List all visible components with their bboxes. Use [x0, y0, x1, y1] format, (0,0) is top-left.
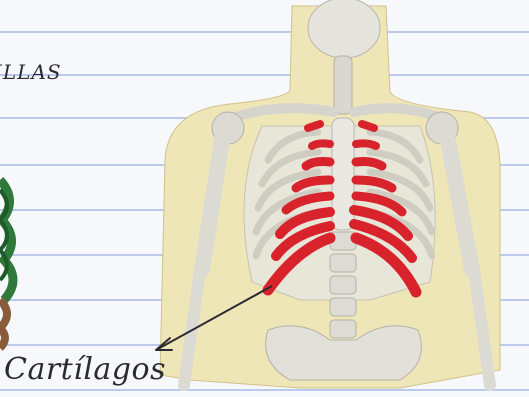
cervical-spine — [334, 56, 352, 114]
thorax-skeleton-figure — [160, 0, 500, 388]
partial-heading: ILLAS — [0, 60, 62, 84]
cartilage-right-1 — [362, 124, 374, 128]
cartilage-right-3 — [356, 162, 382, 167]
cartilage-left-3 — [306, 162, 330, 167]
cartilage-left-1 — [308, 124, 320, 128]
green-rope-decoration — [0, 180, 13, 348]
cartilage-right-2 — [356, 143, 376, 146]
cartilage-left-2 — [312, 143, 330, 146]
cartilage-label: Cartílagos — [4, 352, 166, 387]
lumbar-spine — [330, 232, 356, 338]
skull — [308, 0, 380, 58]
